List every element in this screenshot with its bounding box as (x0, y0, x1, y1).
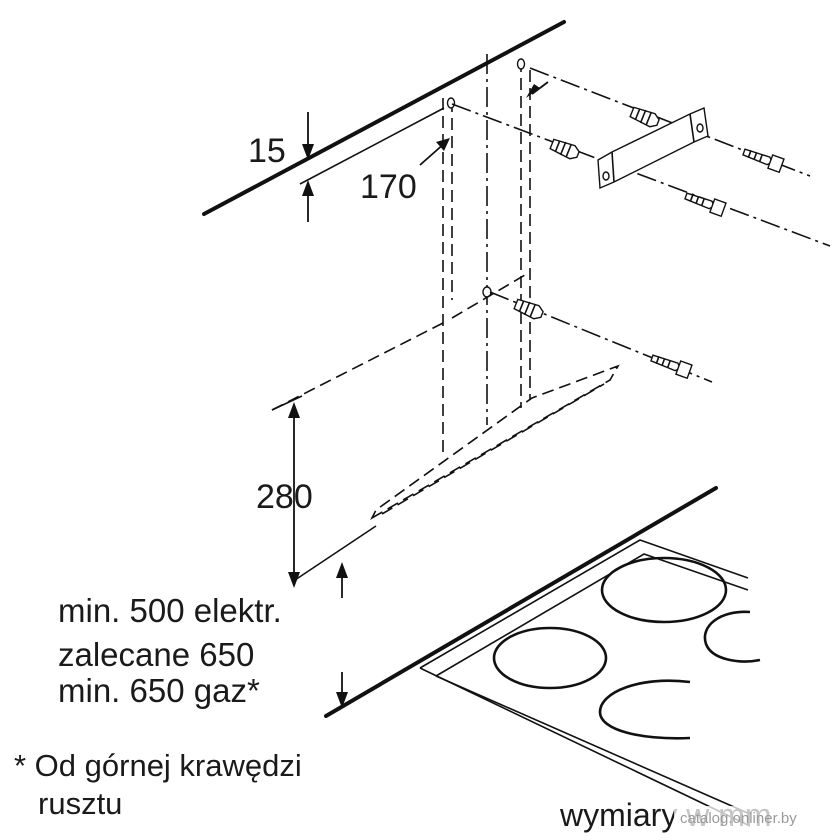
top-offset-label: 15 (248, 132, 286, 170)
top-hole-left (446, 97, 456, 109)
chimney-height-label: 280 (256, 478, 313, 516)
wall-plug-icon (512, 296, 546, 322)
ceiling-line (202, 20, 566, 216)
wall-bracket (597, 106, 709, 190)
hob-burner-back-right (703, 610, 761, 663)
hob-frame-outer (419, 539, 749, 669)
clearance-gas-label: min. 650 gaz* (58, 672, 260, 709)
hob-frame-front-inner (435, 675, 751, 815)
top-hole-right (516, 58, 526, 70)
lower-reference-line-left (271, 322, 444, 411)
screw-icon (682, 188, 727, 218)
hob-frame-front (419, 667, 751, 827)
hob-burner-front-right (598, 679, 691, 740)
hole-spacing-label: 170 (360, 168, 417, 206)
hob-burner-back-left (600, 556, 728, 624)
screw-icon (648, 350, 693, 380)
projection-line-1 (451, 103, 831, 247)
offset-reference-line (299, 107, 445, 185)
top-offset-arrows (302, 112, 314, 222)
clearance-recommended-label: zalecane 650 (58, 636, 254, 673)
footnote-line-1: * Od górnej krawędzi (14, 748, 302, 783)
wall-plug-icon (628, 104, 662, 130)
hood-outline (370, 364, 620, 521)
clearance-electric-label: min. 500 elektr. (58, 592, 282, 629)
clearance-arrows (336, 562, 348, 708)
hob-burner-front-left (492, 626, 608, 690)
hob-frame-inner (435, 553, 749, 677)
hood-outline-inner (381, 383, 605, 515)
screw-icon (740, 144, 785, 174)
watermark-text: catalog.onliner.by (680, 810, 797, 827)
watermark-backdrop (674, 806, 840, 830)
footnote-line-2: rusztu (38, 786, 122, 821)
countertop-edge (324, 486, 718, 718)
lower-reference-line-right (451, 271, 531, 319)
wall-plug-icon (548, 136, 582, 162)
hole-spacing-arrow (419, 81, 549, 166)
hood-bottom-line (291, 525, 377, 583)
